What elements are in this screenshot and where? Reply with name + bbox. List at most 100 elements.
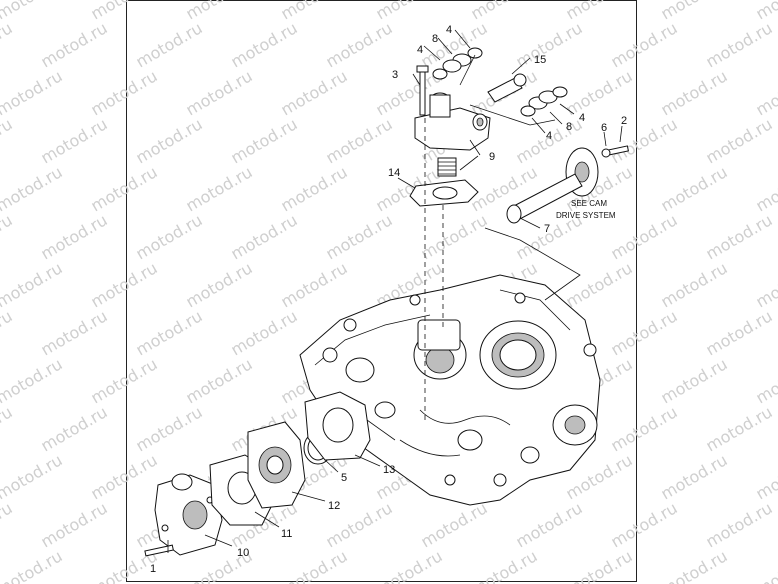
callout-9: 9 (489, 151, 495, 163)
watermark-text: motod.ru (278, 162, 351, 215)
shaft-7 (506, 173, 583, 224)
watermark-text: motod.ru (133, 402, 206, 455)
watermark-text: motod.ru (133, 114, 206, 167)
watermark-text: motod.ru (133, 306, 206, 359)
watermark-text: motod.ru (278, 66, 351, 119)
bolt-1 (144, 544, 174, 557)
watermark-text: motod.ru (38, 498, 111, 551)
bolt-2 (601, 145, 629, 158)
watermark-text: motod.ru (183, 66, 256, 119)
watermark-text: motod.ru (228, 210, 301, 263)
watermark-text: motod.ru (468, 546, 541, 584)
watermark-text: motod.ru (703, 402, 776, 455)
note-line-2: DRIVE SYSTEM (556, 211, 616, 220)
callout-4a: 4 (446, 24, 452, 36)
watermark-text: motod.ru (0, 66, 66, 119)
watermark-text: motod.ru (323, 114, 396, 167)
watermark-text: motod.ru (753, 162, 778, 215)
watermark-text: motod.ru (658, 450, 731, 503)
callout-10: 10 (237, 547, 249, 559)
watermark-text: motod.ru (88, 66, 161, 119)
watermark-text: motod.ru (608, 402, 681, 455)
callout-1: 1 (150, 563, 156, 575)
watermark-text: motod.ru (38, 18, 111, 71)
watermark-text: motod.ru (418, 210, 491, 263)
watermark-text: motod.ru (88, 450, 161, 503)
watermark-text: motod.ru (0, 450, 66, 503)
watermark-text: motod.ru (703, 210, 776, 263)
sensor-15 (487, 73, 527, 103)
callout-4c: 4 (579, 112, 585, 124)
watermark-text: motod.ru (658, 546, 731, 584)
watermark-text: motod.ru (0, 354, 66, 407)
callout-8a: 8 (432, 33, 438, 45)
callout-15: 15 (534, 54, 546, 66)
watermark-text: motod.ru (38, 306, 111, 359)
callout-2: 2 (621, 115, 627, 127)
watermark-text: motod.ru (703, 498, 776, 551)
watermark-text: motod.ru (608, 18, 681, 71)
watermark-text: motod.ru (513, 498, 586, 551)
watermark-text: motod.ru (0, 258, 66, 311)
callout-14: 14 (388, 167, 400, 179)
gasket-13 (304, 391, 371, 461)
watermark-text: motod.ru (418, 498, 491, 551)
watermark-text: motod.ru (38, 402, 111, 455)
watermark-text: motod.ru (183, 258, 256, 311)
watermark-text: motod.ru (658, 354, 731, 407)
watermark-text: motod.ru (608, 210, 681, 263)
watermark-text: motod.ru (0, 114, 16, 167)
watermark-text: motod.ru (88, 162, 161, 215)
watermark-text: motod.ru (608, 306, 681, 359)
bolt-3 (416, 65, 429, 116)
watermark-text: motod.ru (703, 18, 776, 71)
watermark-text: motod.ru (753, 354, 778, 407)
callouts: 1 2 3 4 4 4 4 5 6 7 8 8 9 10 11 12 13 14… (150, 24, 627, 575)
watermark-text: motod.ru (373, 546, 446, 584)
callout-5: 5 (341, 472, 347, 484)
watermark-text: motod.ru (183, 162, 256, 215)
watermark-text: motod.ru (753, 0, 778, 23)
note-line-1: SEE CAM (571, 199, 607, 208)
watermark-text: motod.ru (278, 258, 351, 311)
watermark-text: motod.ru (0, 306, 16, 359)
watermark-text: motod.ru (38, 210, 111, 263)
callout-12: 12 (328, 500, 340, 512)
watermark-text: motod.ru (563, 546, 636, 584)
watermark-text: motod.ru (88, 354, 161, 407)
watermark-text: motod.ru (88, 258, 161, 311)
fitting-8-lower (520, 86, 568, 117)
watermark-text: motod.ru (753, 546, 778, 584)
watermark-text: motod.ru (38, 114, 111, 167)
watermark-text: motod.ru (658, 258, 731, 311)
callout-7: 7 (544, 223, 550, 235)
gasket-14 (409, 179, 479, 207)
callout-4d: 4 (546, 130, 552, 142)
callout-13: 13 (383, 464, 395, 476)
watermark-text: motod.ru (753, 450, 778, 503)
watermark-text: motod.ru (133, 210, 206, 263)
watermark-text: motod.ru (608, 498, 681, 551)
watermark-text: motod.ru (0, 18, 16, 71)
watermark-text: motod.ru (133, 18, 206, 71)
callout-3: 3 (392, 69, 398, 81)
watermark-text: motod.ru (228, 306, 301, 359)
watermark-text: motod.ru (0, 210, 16, 263)
watermark-text: motod.ru (753, 66, 778, 119)
watermark-text: motod.ru (703, 114, 776, 167)
watermark-text: motod.ru (323, 18, 396, 71)
fitting-8-upper (432, 47, 483, 80)
watermark-text: motod.ru (0, 0, 66, 23)
watermark-text: motod.ru (0, 162, 66, 215)
cam-drive-note: SEE CAM DRIVE SYSTEM (556, 199, 616, 220)
leader-lines (167, 29, 623, 553)
watermark-text: motod.ru (278, 546, 351, 584)
watermark-text: motod.ru (563, 258, 636, 311)
watermark-text: motod.ru (183, 354, 256, 407)
watermark-text: motod.ru (0, 402, 16, 455)
watermark-text: motod.ru (658, 66, 731, 119)
watermark-text: motod.ru (228, 18, 301, 71)
watermark-text: motod.ru (608, 114, 681, 167)
